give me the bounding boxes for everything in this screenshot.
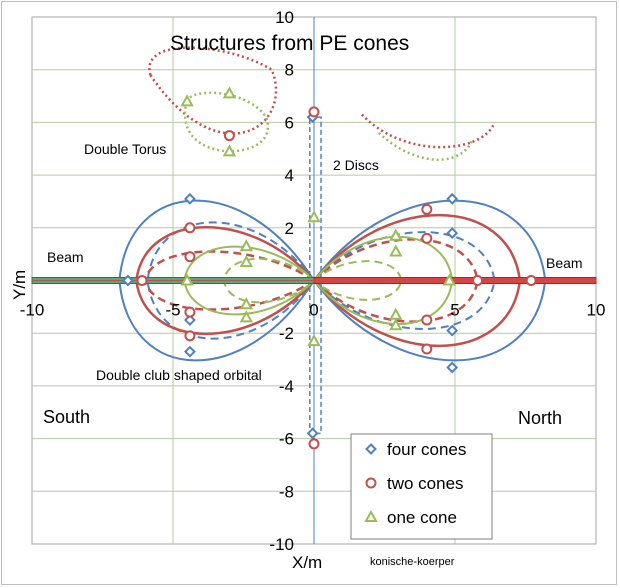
curve-four-cones-dashed-left	[146, 221, 316, 340]
credit-text: konische-koerper	[370, 556, 455, 568]
x-tick-label: 0	[309, 301, 318, 320]
torus-two-cones-left	[148, 46, 278, 135]
point-one-cone	[239, 310, 254, 323]
chart-title: Structures from PE cones	[170, 32, 409, 55]
annotation-double-torus: Double Torus	[84, 141, 166, 157]
point-one-cone	[389, 307, 403, 320]
axes	[31, 17, 597, 544]
torus-two-cones-right	[360, 113, 496, 149]
x-tick-label: -5	[165, 301, 180, 320]
y-axis-label: Y/m	[10, 270, 29, 300]
y-tick-label: 2	[285, 219, 294, 238]
annotation-two-discs: 2 Discs	[333, 157, 379, 173]
y-tick-label: 10	[275, 8, 294, 27]
point-one-cone	[239, 297, 254, 310]
point-one-cone	[239, 239, 254, 252]
legend-marker-four-cones	[365, 443, 377, 455]
point-four-cones	[446, 192, 459, 205]
point-one-cone	[442, 273, 457, 286]
y-tick-label: 4	[285, 166, 294, 185]
point-two-cones	[136, 275, 148, 286]
point-four-cones	[446, 324, 459, 337]
torus-one-cone-right	[378, 131, 474, 161]
y-tick-label: -4	[279, 377, 294, 396]
x-tick-label: -10	[20, 301, 45, 320]
point-two-cones	[525, 275, 537, 286]
legend: four cones two cones one cone	[350, 433, 493, 540]
discs-outline	[309, 116, 322, 435]
point-one-cone	[307, 334, 321, 347]
point-two-cones	[421, 314, 433, 326]
annotation-beam-left: Beam	[47, 249, 84, 265]
point-two-cones	[421, 232, 433, 244]
data-points	[121, 86, 537, 450]
point-two-cones	[184, 251, 196, 263]
point-two-cones	[184, 330, 196, 342]
tick-labels: -10 -5 0 5 10 -10 -8 -6 -4 -2 2 4 6 8 10	[20, 8, 606, 554]
point-two-cones	[308, 438, 320, 450]
point-four-cones	[446, 361, 459, 374]
y-tick-label: 6	[285, 113, 294, 132]
point-four-cones	[121, 274, 134, 287]
point-four-cones	[184, 314, 196, 326]
y-tick-label: -8	[279, 482, 294, 501]
x-tick-label: 5	[450, 301, 459, 320]
point-two-cones	[421, 343, 433, 355]
point-one-cone	[389, 318, 403, 331]
point-two-cones	[184, 222, 196, 234]
point-one-cone	[389, 244, 403, 257]
legend-marker-two-cones	[365, 477, 377, 489]
point-four-cones	[184, 192, 196, 205]
legend-label: four cones	[387, 440, 466, 459]
x-tick-label: 10	[587, 301, 606, 320]
point-two-cones	[184, 306, 196, 318]
point-two-cones	[308, 106, 320, 118]
point-one-cone	[222, 144, 237, 157]
annotation-beam-right: Beam	[546, 255, 583, 271]
annotation-north: North	[518, 408, 562, 428]
torus-one-cone-left	[183, 91, 270, 153]
point-two-cones	[223, 130, 235, 142]
legend-marker-one-cone	[364, 509, 378, 522]
annotation-double-club: Double club shaped orbital	[96, 367, 262, 383]
point-one-cone	[180, 273, 194, 286]
point-four-cones	[446, 227, 459, 239]
point-one-cone	[239, 254, 254, 268]
y-tick-label: -10	[269, 535, 294, 554]
legend-label: two cones	[387, 474, 464, 493]
annotation-south: South	[43, 407, 90, 427]
point-two-cones	[421, 203, 433, 215]
point-one-cone	[307, 210, 321, 223]
point-four-cones	[306, 427, 319, 440]
x-axis-label: X/m	[292, 553, 322, 572]
point-one-cone	[180, 94, 194, 107]
y-tick-label: -6	[279, 430, 294, 449]
y-tick-label: 8	[285, 61, 294, 80]
y-tick-label: -2	[279, 324, 294, 343]
curve-two-cones-dashed-right	[312, 238, 479, 323]
point-four-cones	[184, 345, 196, 358]
legend-label: one cone	[387, 508, 457, 527]
point-one-cone	[389, 228, 403, 241]
point-two-cones	[472, 275, 484, 286]
point-one-cone	[222, 86, 237, 99]
